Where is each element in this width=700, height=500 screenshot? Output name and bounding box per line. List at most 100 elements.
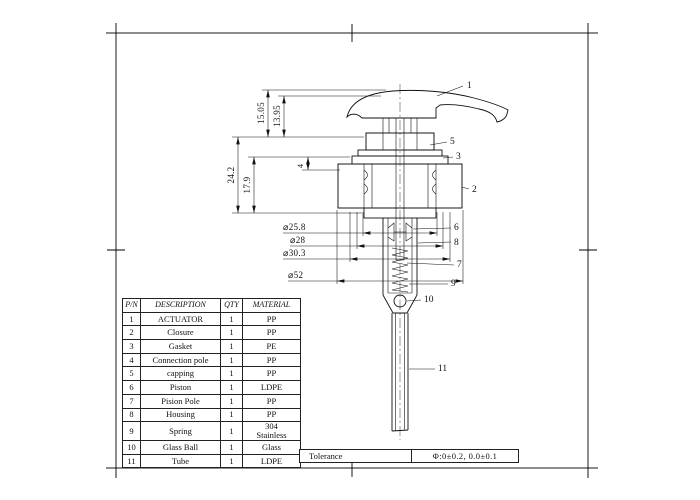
qty-cell: 1 [220, 421, 243, 442]
description-cell: Piston [140, 380, 221, 395]
connection-pole-section [366, 118, 434, 160]
qty-cell: 1 [220, 366, 243, 382]
pn-cell: 2 [122, 325, 141, 341]
callouts: 1 5 3 2 6 8 7 9 10 11 [406, 81, 477, 374]
description-cell: Pision Pole [140, 393, 221, 409]
callout-11: 11 [438, 364, 447, 374]
header-description: DESCRIPTION [140, 298, 221, 313]
dim-label-dia-28: ⌀28 [290, 235, 306, 245]
table-header-row: P/N DESCRIPTION QTY MATERIAL [122, 298, 301, 313]
dim-label-13-95: 13.95 [272, 105, 282, 127]
pn-cell: 8 [122, 407, 141, 423]
description-cell: Tube [140, 453, 221, 469]
material-cell: PP [242, 407, 301, 423]
description-cell: Closure [140, 325, 221, 341]
dim-dia-2: ⌀28 [290, 212, 444, 249]
material-cell: Glass [242, 440, 301, 455]
table-row: 4 Connection pole 1 PP [122, 352, 301, 368]
callout-5: 5 [450, 137, 455, 147]
callout-2: 2 [472, 185, 477, 195]
pn-cell: 7 [122, 393, 141, 409]
dim-label-15-05: 15.05 [256, 102, 266, 124]
material-cell: PP [242, 352, 301, 368]
qty-cell: 1 [220, 453, 243, 469]
actuator-section [346, 89, 509, 123]
pn-cell: 5 [122, 366, 141, 382]
dim-label-24-2: 24.2 [226, 167, 236, 184]
table-row: 5 capping 1 PP [122, 366, 301, 382]
glass-ball-section [393, 294, 407, 308]
qty-cell: 1 [220, 325, 243, 341]
callout-6: 6 [454, 223, 459, 233]
table-row: 10 Glass Ball 1 Glass [122, 440, 301, 455]
callout-10: 10 [424, 295, 434, 305]
material-cell: PP [242, 311, 301, 327]
closure-section [337, 155, 463, 209]
material-cell: LDPE [242, 380, 301, 395]
dim-dia-3: ⌀30.3 [283, 212, 451, 262]
description-cell: Glass Ball [140, 440, 221, 455]
material-cell: PP [242, 325, 301, 341]
dim-height-5: 4 [296, 156, 340, 171]
table-row: 8 Housing 1 PP [122, 407, 301, 423]
table-row: 1 ACTUATOR 1 PP [122, 311, 301, 327]
tolerance-value: Φ:0±0.2, 0.0±0.1 [432, 450, 498, 461]
spring-section [391, 247, 409, 293]
pn-cell: 9 [122, 421, 141, 442]
description-cell: ACTUATOR [140, 311, 221, 327]
pn-cell: 1 [122, 311, 141, 327]
material-cell: PE [242, 339, 301, 354]
qty-cell: 1 [220, 407, 243, 423]
tube-section [391, 313, 409, 432]
qty-cell: 1 [220, 339, 243, 354]
description-cell: Gasket [140, 339, 221, 354]
callout-8: 8 [454, 238, 459, 248]
header-qty: QTY [220, 298, 243, 313]
dim-dia-1: ⌀25.8 [283, 212, 438, 236]
qty-cell: 1 [220, 311, 243, 327]
piston-section [387, 222, 413, 242]
table-row: 2 Closure 1 PP [122, 325, 301, 341]
dim-dia-4: ⌀52 [288, 210, 464, 284]
pn-cell: 11 [122, 453, 141, 469]
description-cell: Spring [140, 421, 221, 442]
table-row: 11 Tube 1 LDPE [122, 453, 301, 469]
pn-cell: 10 [122, 440, 141, 455]
table-row: 7 Pision Pole 1 PP [122, 393, 301, 409]
pn-cell: 3 [122, 339, 141, 354]
callout-7: 7 [457, 260, 462, 270]
description-cell: Housing [140, 407, 221, 423]
tolerance-label: Tolerance [300, 449, 412, 462]
tolerance-bar: Tolerance Φ:0±0.2, 0.0±0.1 [299, 448, 519, 463]
dim-label-4: 4 [296, 164, 305, 168]
callout-1: 1 [467, 81, 472, 91]
dim-height-4: 17.9 [242, 156, 350, 214]
pn-cell: 6 [122, 380, 141, 395]
dim-label-17-9: 17.9 [242, 176, 252, 193]
qty-cell: 1 [220, 380, 243, 395]
material-cell: LDPE [242, 453, 301, 469]
sheet-border [106, 23, 598, 478]
header-pn: P/N [122, 298, 141, 313]
qty-cell: 1 [220, 440, 243, 455]
material-cell: PP [242, 366, 301, 382]
dim-height-1: 15.05 [232, 89, 386, 138]
dim-label-dia-25-8: ⌀25.8 [283, 222, 306, 232]
qty-cell: 1 [220, 352, 243, 368]
callout-9: 9 [451, 279, 456, 289]
dim-label-dia-30-3: ⌀30.3 [283, 248, 306, 258]
dim-height-3: 24.2 [226, 136, 362, 214]
table-row: 3 Gasket 1 PE [122, 339, 301, 354]
table-row: 9 Spring 1 304 Stainless [122, 421, 301, 442]
pn-cell: 4 [122, 352, 141, 368]
qty-cell: 1 [220, 393, 243, 409]
material-cell: 304 Stainless [242, 421, 301, 442]
dim-height-2: 13.95 [272, 95, 381, 138]
description-cell: capping [140, 366, 221, 382]
parts-table: P/N DESCRIPTION QTY MATERIAL 1 ACTUATOR … [122, 298, 301, 469]
material-cell: PP [242, 393, 301, 409]
description-cell: Connection pole [140, 352, 221, 368]
dim-label-dia-52: ⌀52 [288, 270, 303, 280]
